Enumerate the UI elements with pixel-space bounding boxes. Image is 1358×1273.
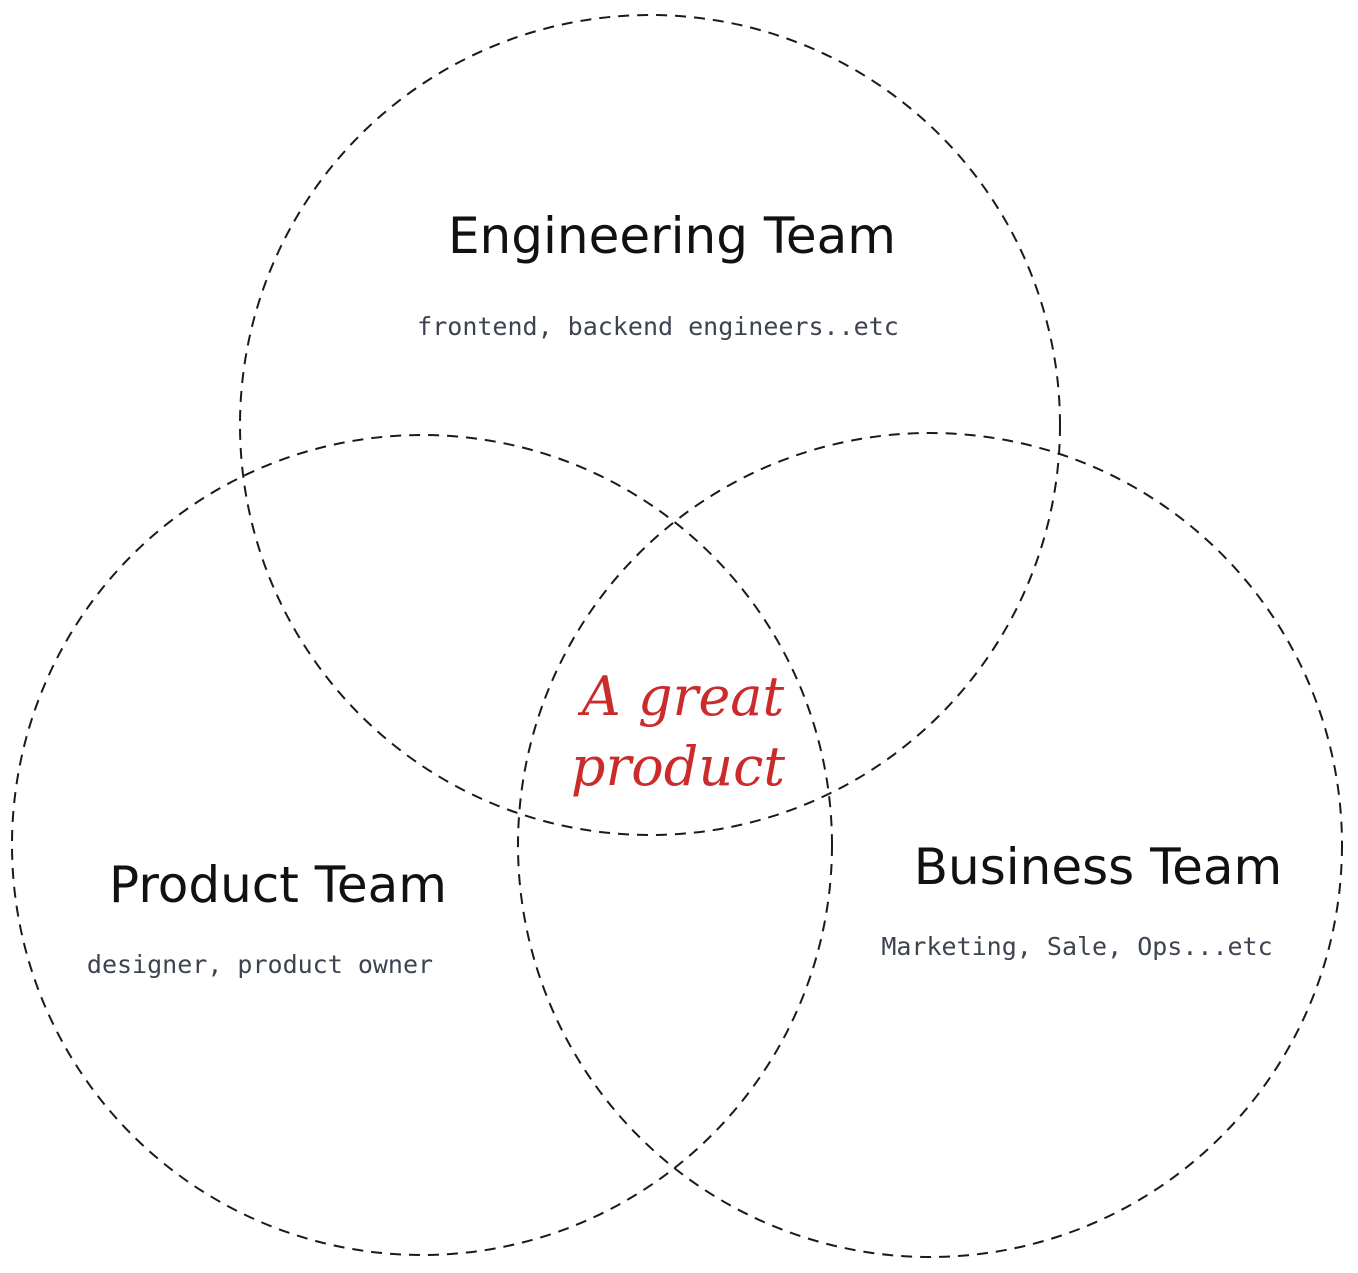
product-circle [11, 434, 833, 1256]
engineering-team-title: Engineering Team [448, 207, 896, 265]
engineering-circle [239, 14, 1061, 836]
product-team-subtitle: designer, product owner [87, 950, 433, 979]
product-team-title: Product Team [109, 856, 447, 914]
business-team-subtitle: Marketing, Sale, Ops...etc [881, 932, 1272, 961]
engineering-team-subtitle: frontend, backend engineers..etc [417, 312, 899, 341]
business-circle [517, 432, 1343, 1258]
intersection-label-line1: A great [577, 665, 785, 728]
intersection-label-line2: product [571, 735, 785, 798]
business-team-title: Business Team [914, 838, 1283, 896]
